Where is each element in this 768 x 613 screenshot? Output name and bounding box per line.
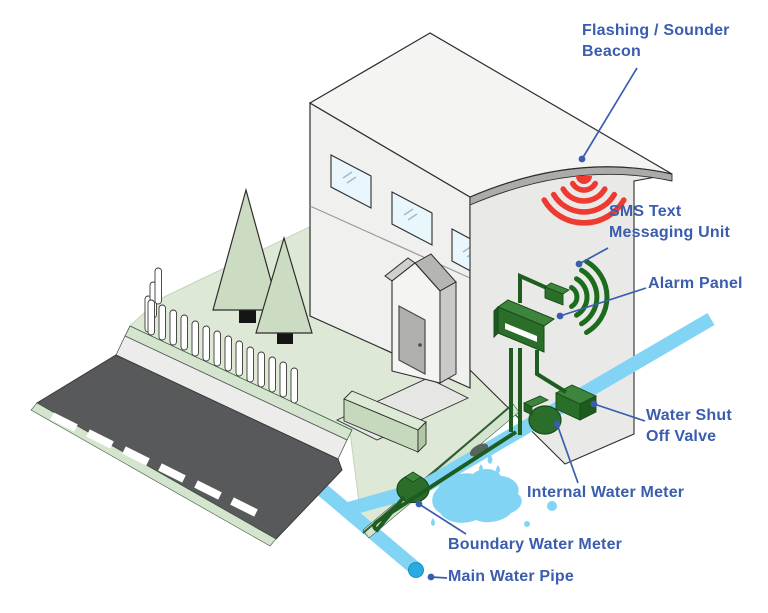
picket-fence bbox=[144, 267, 298, 404]
leader-main-pipe bbox=[427, 573, 448, 581]
radio-signal-icon bbox=[569, 259, 610, 335]
puddle-blob bbox=[547, 501, 557, 511]
road bbox=[36, 354, 343, 540]
hedge-bench bbox=[343, 390, 427, 454]
leader-shut-off-valve bbox=[590, 400, 646, 422]
leader-internal-meter bbox=[553, 420, 579, 484]
storey-line bbox=[309, 205, 471, 279]
water-drips bbox=[431, 454, 500, 526]
pipe-crack bbox=[469, 443, 489, 457]
main-pipe-end bbox=[408, 562, 424, 578]
pine-tree-icon bbox=[212, 187, 280, 323]
leader-lines bbox=[415, 67, 647, 581]
leader-sms-unit bbox=[575, 247, 609, 268]
wiring bbox=[372, 272, 568, 533]
door-knob bbox=[418, 343, 422, 347]
door bbox=[398, 304, 426, 376]
alarm-panel-box bbox=[493, 299, 556, 353]
leader-alarm-panel bbox=[556, 287, 647, 320]
internal-water-meter bbox=[523, 395, 562, 435]
boundary-trim-line bbox=[362, 403, 514, 534]
sounder-beacon-icon bbox=[541, 176, 627, 226]
leader-flashing-beacon bbox=[578, 67, 638, 163]
leader-boundary-meter bbox=[415, 500, 467, 535]
puddle-blob bbox=[524, 521, 530, 527]
pine-tree-small-icon bbox=[255, 235, 313, 344]
sms-unit-box bbox=[544, 282, 570, 306]
road-center-dashes bbox=[50, 412, 258, 517]
leak-puddle bbox=[432, 468, 522, 523]
porch-side-wall bbox=[439, 281, 457, 384]
